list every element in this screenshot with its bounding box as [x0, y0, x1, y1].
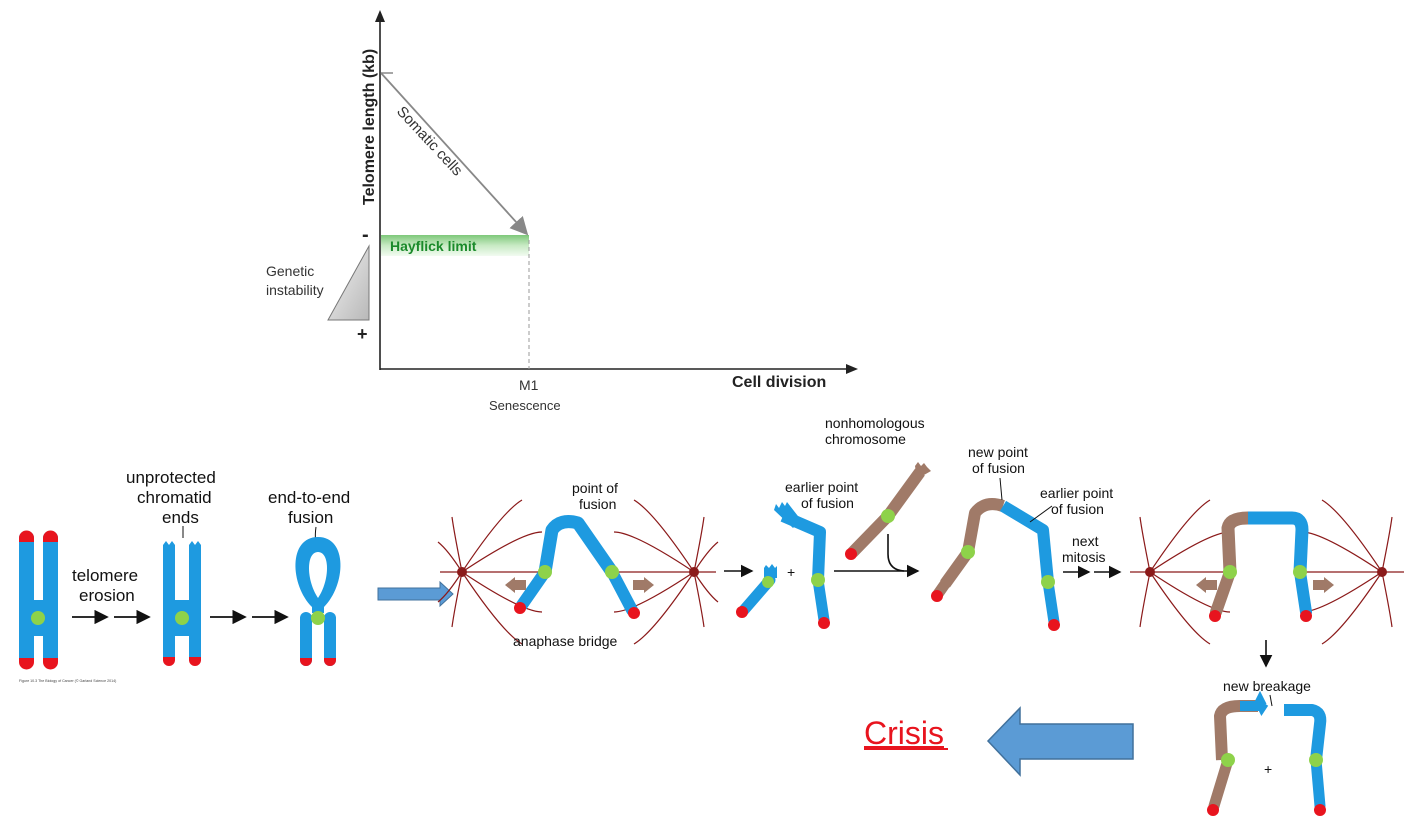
transition-arrow — [377, 580, 454, 608]
spindle-left-2 — [1130, 499, 1232, 645]
new-fused-chromosome — [931, 498, 1060, 631]
chromosome-normal — [19, 530, 58, 670]
earlier-point2-pointer — [1029, 505, 1053, 523]
telomere-erosion-label-2: erosion — [79, 586, 135, 605]
genetic-label-2: instability — [266, 282, 324, 298]
centromere — [175, 611, 189, 625]
nonhomologous-label-2: chromosome — [825, 431, 906, 447]
anaphase-bridge-label: anaphase bridge — [513, 633, 618, 649]
y-axis-label: Telomere length (kb) — [361, 49, 378, 205]
centromere — [1293, 565, 1307, 579]
pull-arrow-right-2 — [1313, 577, 1334, 593]
spindle-right-2 — [1300, 499, 1404, 645]
new-point-pointer — [999, 477, 1003, 501]
broken-fragment-large — [774, 502, 830, 629]
unprotected-label-3: ends — [162, 508, 199, 527]
chromosome-fused — [295, 537, 341, 666]
earlier-point2-label-1: earlier point — [1040, 485, 1113, 501]
broken-piece-right — [1284, 704, 1327, 816]
chromosome-eroded — [163, 541, 201, 666]
plus-sign-1: + — [787, 564, 795, 580]
genetic-label-1: Genetic — [266, 263, 314, 279]
centromere — [1223, 565, 1237, 579]
centromere — [605, 565, 619, 579]
y-axis-plus: + — [357, 324, 368, 344]
crisis-arrow — [986, 706, 1134, 777]
m1-label: M1 — [519, 377, 539, 393]
next-mitosis-label-2: mitosis — [1062, 549, 1106, 565]
anaphase-bridge-chromosome — [514, 515, 640, 619]
unprotected-label-2: chromatid — [137, 488, 212, 507]
earlier-point2-label-2: of fusion — [1051, 501, 1104, 517]
centromere — [311, 611, 325, 625]
spindle-right — [612, 499, 719, 645]
unprotected-label-1: unprotected — [126, 468, 216, 487]
new-breakage-pointer — [1269, 694, 1273, 707]
senescence-label: Senescence — [489, 398, 561, 413]
centromere — [31, 611, 45, 625]
figure-credit: Figure 10.3 The Biology of Cancer (© Gar… — [19, 679, 116, 683]
nonhomologous-chromosome — [845, 462, 931, 560]
pull-arrow-left-2 — [1196, 577, 1217, 593]
centromere — [538, 565, 552, 579]
spindle-left — [437, 499, 545, 645]
nonhomologous-label-1: nonhomologous — [825, 415, 925, 431]
point-fusion-label-1: point of — [572, 480, 618, 496]
plus-sign-2: + — [1264, 761, 1272, 777]
dicentric-bridge-chromosome — [1209, 511, 1312, 622]
earlier-point-label-2: of fusion — [801, 495, 854, 511]
hayflick-label: Hayflick limit — [390, 238, 477, 254]
y-axis-minus: - — [362, 224, 369, 246]
pull-arrow-right — [633, 577, 654, 593]
broken-fragment-small — [736, 564, 777, 618]
x-axis-label: Cell division — [732, 374, 826, 391]
point-fusion-label-2: fusion — [579, 496, 616, 512]
arrow-4-merge — [887, 534, 905, 572]
y-axis-arrowhead — [375, 10, 385, 22]
new-point-label-2: of fusion — [972, 460, 1025, 476]
fusion-label-1: end-to-end — [268, 488, 350, 507]
next-mitosis-label-1: next — [1072, 533, 1099, 549]
fusion-label-2: fusion — [288, 508, 333, 527]
crisis-label[interactable]: Crisis — [864, 715, 944, 751]
new-breakage-label: new breakage — [1223, 678, 1311, 694]
x-axis-arrowhead — [846, 364, 858, 374]
genetic-instability-triangle — [327, 244, 370, 321]
telomere-erosion-label-1: telomere — [72, 566, 138, 585]
hayflick-band — [381, 235, 529, 256]
somatic-decline-line — [380, 72, 529, 236]
broken-piece-left — [1207, 690, 1269, 816]
earlier-point-label-1: earlier point — [785, 479, 858, 495]
telomere-graph: Telomere length (kb) - + Hayflick limit … — [266, 10, 858, 413]
pull-arrow-left — [505, 577, 526, 593]
somatic-label: Somatic cells — [393, 103, 466, 179]
new-point-label-1: new point — [968, 444, 1028, 460]
